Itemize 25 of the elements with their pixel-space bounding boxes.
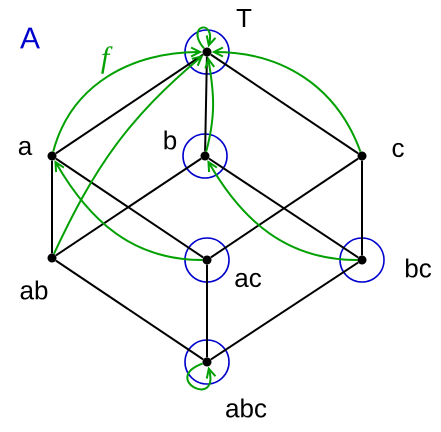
arrow [196, 26, 216, 49]
vertex-label: b [164, 130, 176, 150]
arrow [204, 56, 215, 152]
line [55, 260, 204, 360]
arrow [186, 362, 216, 390]
vertex-label: a [18, 140, 32, 156]
line [206, 264, 208, 358]
highlight-circle [184, 339, 230, 385]
line [210, 262, 359, 360]
line [204, 56, 208, 152]
arrow [53, 55, 204, 254]
vertex-label: bc [406, 258, 432, 278]
highlight-circle [184, 29, 230, 75]
vertex-label: abc [226, 398, 266, 418]
vertex-label: ab [20, 280, 48, 300]
highlight-circle [184, 237, 230, 283]
line [51, 160, 53, 254]
highlight-circle [339, 237, 385, 283]
edge-label: f [101, 46, 113, 74]
panel-letter: A [20, 28, 40, 48]
line [361, 160, 363, 256]
vertex-label: c [392, 142, 404, 158]
highlight-circle [182, 133, 228, 179]
vertex-label: ac [235, 272, 262, 288]
vertex-label: T [236, 9, 252, 27]
